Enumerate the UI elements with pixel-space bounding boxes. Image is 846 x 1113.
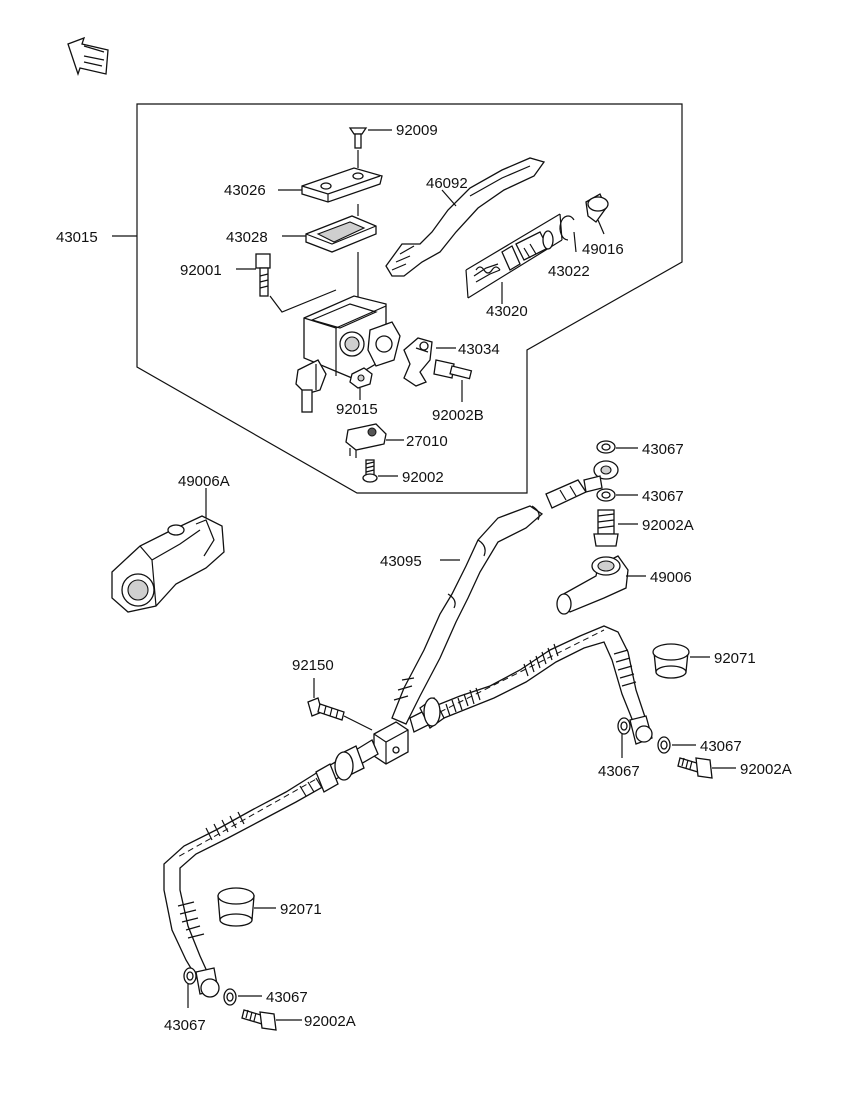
- label-27010: 27010: [406, 433, 448, 450]
- washer-43067-e: [223, 988, 237, 1006]
- circlip-43022: [559, 215, 575, 241]
- label-92002B: 92002B: [432, 407, 484, 424]
- label-43095: 43095: [380, 553, 422, 570]
- banjo-bolt-92002A-b: [677, 757, 713, 779]
- clamp-43034: [403, 337, 433, 387]
- label-43067-b: 43067: [642, 488, 684, 505]
- label-92150: 92150: [292, 657, 334, 674]
- label-43015: 43015: [56, 229, 98, 246]
- screw-92002: [362, 459, 378, 483]
- joint-block: [373, 721, 409, 765]
- assembly-boundary: [136, 103, 683, 494]
- pivot-bolt-92001: [255, 253, 271, 297]
- bolt-92002B: [433, 359, 473, 380]
- label-49006A: 49006A: [178, 473, 230, 490]
- cover-49006: [556, 555, 629, 615]
- washer-43067-d: [617, 717, 631, 735]
- grommet-92071-a: [652, 643, 690, 679]
- brake-switch-27010: [345, 423, 387, 458]
- brake-hose-right: [409, 625, 653, 745]
- label-43067-e: 43067: [266, 989, 308, 1006]
- master-cylinder-body: [295, 295, 401, 413]
- brake-lever-46092: [385, 157, 546, 277]
- banjo-bolt-92002A-a: [593, 509, 619, 547]
- label-43022: 43022: [548, 263, 590, 280]
- label-43020: 43020: [486, 303, 528, 320]
- washer-43067-b: [596, 488, 616, 502]
- diaphragm-43028: [305, 215, 377, 253]
- brake-hose-43095: [391, 460, 619, 725]
- piston-kit-43020: [465, 213, 563, 299]
- label-49006: 49006: [650, 569, 692, 586]
- label-43067-c: 43067: [700, 738, 742, 755]
- label-92002A-b: 92002A: [740, 761, 792, 778]
- label-49016: 49016: [582, 241, 624, 258]
- washer-43067-f: [183, 967, 197, 985]
- label-43034: 43034: [458, 341, 500, 358]
- cover-49006A: [111, 515, 225, 613]
- bolt-92150: [307, 697, 345, 721]
- label-46092: 46092: [426, 175, 468, 192]
- washer-43067-a: [596, 440, 616, 454]
- label-92002A-c: 92002A: [304, 1013, 356, 1030]
- nut-92015: [349, 367, 373, 389]
- dust-boot-49016: [585, 193, 609, 223]
- label-92002A-a: 92002A: [642, 517, 694, 534]
- label-92001: 92001: [180, 262, 222, 279]
- label-43026: 43026: [224, 182, 266, 199]
- screw-92009: [348, 127, 368, 149]
- label-92015: 92015: [336, 401, 378, 418]
- label-92009: 92009: [396, 122, 438, 139]
- banjo-bolt-92002A-c: [241, 1009, 277, 1031]
- label-43067-f: 43067: [164, 1017, 206, 1034]
- label-92071-a: 92071: [714, 650, 756, 667]
- label-43067-a: 43067: [642, 441, 684, 458]
- brake-hose-left: [163, 739, 379, 998]
- front-direction-arrow-icon: [67, 36, 109, 77]
- label-92071-b: 92071: [280, 901, 322, 918]
- label-43028: 43028: [226, 229, 268, 246]
- washer-43067-c: [657, 736, 671, 754]
- label-43067-d: 43067: [598, 763, 640, 780]
- label-92002: 92002: [402, 469, 444, 486]
- grommet-92071-b: [217, 887, 255, 927]
- reservoir-cap-43026: [301, 167, 383, 203]
